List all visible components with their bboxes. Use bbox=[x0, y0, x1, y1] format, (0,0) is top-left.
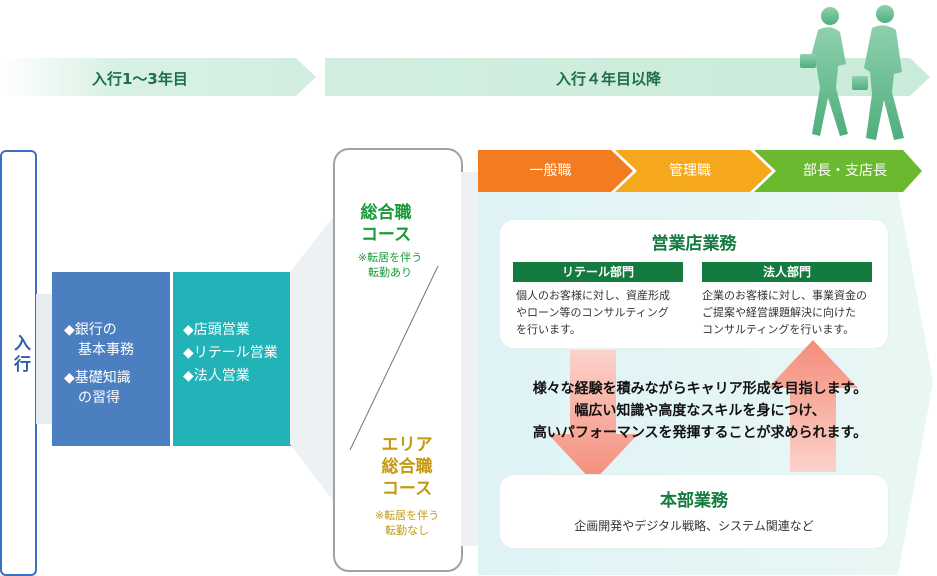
hq-work-card bbox=[500, 475, 888, 548]
corporate-dept-tag: 法人部門 bbox=[702, 262, 872, 282]
course-general-note: ※転居を伴う 転勤あり bbox=[357, 251, 423, 279]
course-fan bbox=[290, 216, 334, 502]
message-line: 様々な経験を積みながらキャリア形成を目指します。 bbox=[532, 381, 868, 397]
course-area-title: エリア 総合職 コース bbox=[381, 435, 433, 499]
corporate-dept-desc: 企業のお客様に対し、事業資金の ご提案や経営課題解決に向けた コンサルティングを… bbox=[702, 289, 867, 336]
hq-work-title: 本部業務 bbox=[660, 491, 728, 511]
sales-item: ◆法人営業 bbox=[183, 368, 250, 384]
phase-arrow-later bbox=[325, 58, 930, 96]
sales-item: ◆店頭営業 bbox=[183, 322, 250, 338]
career-steps bbox=[478, 150, 922, 192]
entry-label: 入行 bbox=[10, 334, 30, 376]
career-step: 管理職 bbox=[669, 163, 711, 179]
career-message: 様々な経験を積みながらキャリア形成を目指します。 幅広い知識や高度なスキルを身に… bbox=[490, 378, 910, 444]
training-box bbox=[52, 272, 170, 446]
sales-arrow bbox=[173, 272, 321, 446]
phase-arrow-early bbox=[0, 58, 316, 96]
sales-list: ◆店頭営業 ◆リテール営業 ◆法人営業 bbox=[183, 320, 278, 386]
phase-label-early: 入行1〜3年目 bbox=[92, 70, 188, 88]
entry-connector bbox=[36, 294, 52, 424]
message-line: 幅広い知識や高度なスキルを身につけ、 bbox=[574, 403, 826, 419]
course-general-title: 総合職 コース bbox=[360, 203, 412, 245]
course-divider bbox=[349, 265, 439, 451]
course-area-note: ※転居を伴う 転勤なし bbox=[374, 509, 440, 537]
career-step: 一般職 bbox=[529, 163, 572, 179]
training-item: ◆銀行の 基本事務 bbox=[64, 322, 134, 358]
arrow-up-icon bbox=[768, 340, 858, 472]
phase-label-later: 入行４年目以降 bbox=[556, 70, 662, 88]
hq-work-desc: 企画開発やデジタル戦略、システム関連など bbox=[574, 519, 814, 533]
branch-work-card bbox=[500, 220, 888, 348]
phase-band bbox=[0, 58, 930, 96]
training-list: ◆銀行の 基本事務 ◆基礎知識 の習得 bbox=[64, 320, 134, 408]
walking-people-icon bbox=[800, 5, 904, 140]
retail-dept-desc: 個人のお客様に対し、資産形成 やローン等のコンサルティング を行います。 bbox=[516, 289, 670, 336]
course-connector bbox=[461, 172, 479, 546]
message-line: 高いパフォーマンスを発揮することが求められます。 bbox=[532, 425, 868, 441]
retail-dept-tag: リテール部門 bbox=[513, 262, 683, 282]
entry-box bbox=[0, 150, 37, 576]
branch-work-title: 営業店業務 bbox=[651, 234, 737, 254]
arrow-down-icon bbox=[548, 350, 638, 482]
sales-item: ◆リテール営業 bbox=[183, 345, 278, 361]
training-item: ◆基礎知識 の習得 bbox=[64, 370, 131, 406]
career-step: 部長・支店長 bbox=[803, 163, 887, 179]
